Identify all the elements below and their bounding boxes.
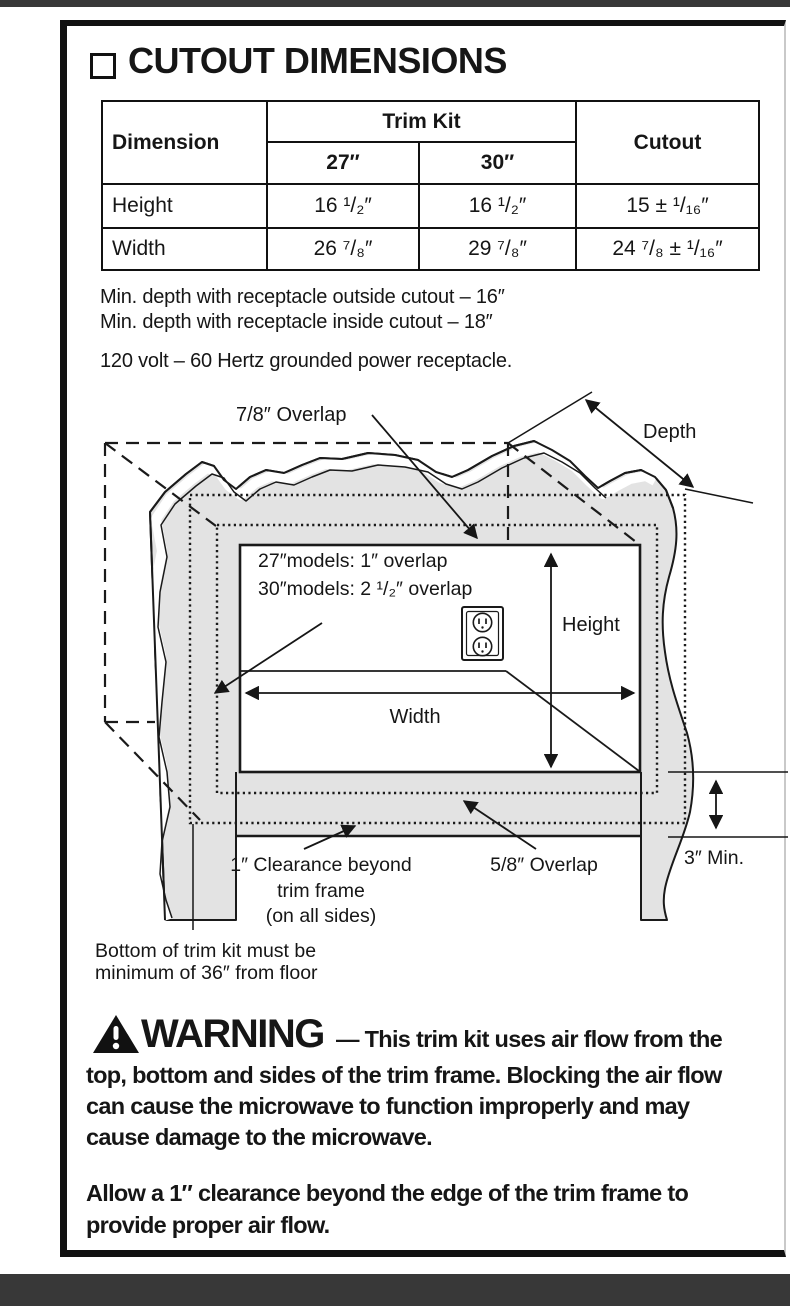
inner-overlap-dotted-rect [215, 523, 659, 795]
note-depth-outside: Min. depth with receptacle outside cutou… [100, 286, 505, 308]
warning-text-line: can cause the microwave to function impr… [86, 1093, 690, 1119]
table-row: Width 26 ⁷/₈″ 29 ⁷/₈″ 24 ⁷/₈ ± ¹/₁₆″ [101, 227, 760, 271]
clearance-label-line2: trim frame [277, 880, 365, 902]
width-30-value: 29 ⁷/₈″ [418, 227, 577, 271]
models-27-label: 27″models: 1″ overlap [258, 550, 448, 572]
col-header-cutout: Cutout [575, 100, 760, 185]
top-screen-bar [0, 0, 790, 7]
overlap-78-label: 7/8″ Overlap [236, 404, 346, 426]
cutout-diagram: 7/8″ Overlap Depth 27″models: 1″ overlap… [95, 391, 788, 984]
airflow-note-line: provide proper air flow. [86, 1212, 330, 1238]
height-27-value: 16 ¹/₂″ [266, 183, 420, 229]
bottom-note-line1: Bottom of trim kit must be [95, 940, 316, 962]
min3-label: 3″ Min. [684, 847, 744, 869]
overlap-78-arrow [371, 414, 478, 540]
width-cutout-value: 24 ⁷/₈ ± ¹/₁₆″ [575, 227, 760, 271]
bottom-note-line2: minimum of 36″ from floor [95, 962, 318, 984]
cutout-opening [238, 543, 642, 774]
airflow-note-line: Allow a 1″ clearance beyond the edge of … [86, 1180, 689, 1206]
section-marker-icon [90, 53, 116, 79]
warning-text-line: top, bottom and sides of the trim frame.… [86, 1062, 722, 1088]
warning-text-line: cause damage to the microwave. [86, 1124, 433, 1150]
height-cutout-value: 15 ± ¹/₁₆″ [575, 183, 760, 229]
outer-overlap-dotted-rect [188, 493, 687, 825]
depth-extension-bottom [684, 488, 754, 504]
warning-lead-text: — This trim kit uses air flow from the [336, 1026, 723, 1052]
overlap-58-label: 5/8″ Overlap [490, 854, 598, 876]
depth-label: Depth [643, 421, 696, 443]
row-height-label: Height [101, 183, 268, 229]
table-row: Height 16 ¹/₂″ 16 ¹/₂″ 15 ± ¹/₁₆″ [101, 183, 760, 229]
col-header-27: 27″ [266, 141, 420, 185]
clearance-arrow [303, 824, 357, 850]
power-outlet-icon [461, 606, 504, 661]
note-power: 120 volt – 60 Hertz grounded power recep… [100, 350, 513, 372]
width-27-value: 26 ⁷/₈″ [266, 227, 420, 271]
depth-extension-top [507, 391, 593, 444]
col-header-trim-kit: Trim Kit [266, 100, 577, 143]
table-header-row: Dimension Trim Kit Cutout [101, 100, 760, 185]
clearance-label-line1: 1″ Clearance beyond [230, 854, 411, 876]
page-title: CUTOUT DIMENSIONS [128, 40, 507, 81]
height-30-value: 16 ¹/₂″ [418, 183, 577, 229]
clearance-label-line3: (on all sides) [266, 905, 377, 927]
bottom-screen-bar [0, 1274, 790, 1306]
overlap-58-arrow [462, 800, 537, 850]
note-depth-inside: Min. depth with receptacle inside cutout… [100, 311, 493, 333]
col-header-30: 30″ [418, 141, 577, 185]
table-subheader-row: 27″ 30″ [102, 141, 759, 185]
height-label: Height [562, 614, 620, 636]
col-header-dimension: Dimension [101, 100, 268, 185]
depth-arrow [584, 399, 695, 488]
warning-title: WARNING [141, 1012, 325, 1056]
models-30-label: 30″models: 2 ¹/₂″ overlap [258, 578, 472, 600]
warning-icon [93, 1015, 139, 1053]
models-overlap-arrow [213, 622, 323, 694]
cutout-dimensions-table: Dimension Trim Kit Cutout 27″ 30″ Height… [101, 100, 760, 271]
row-width-label: Width [101, 227, 268, 271]
width-label: Width [389, 706, 440, 728]
